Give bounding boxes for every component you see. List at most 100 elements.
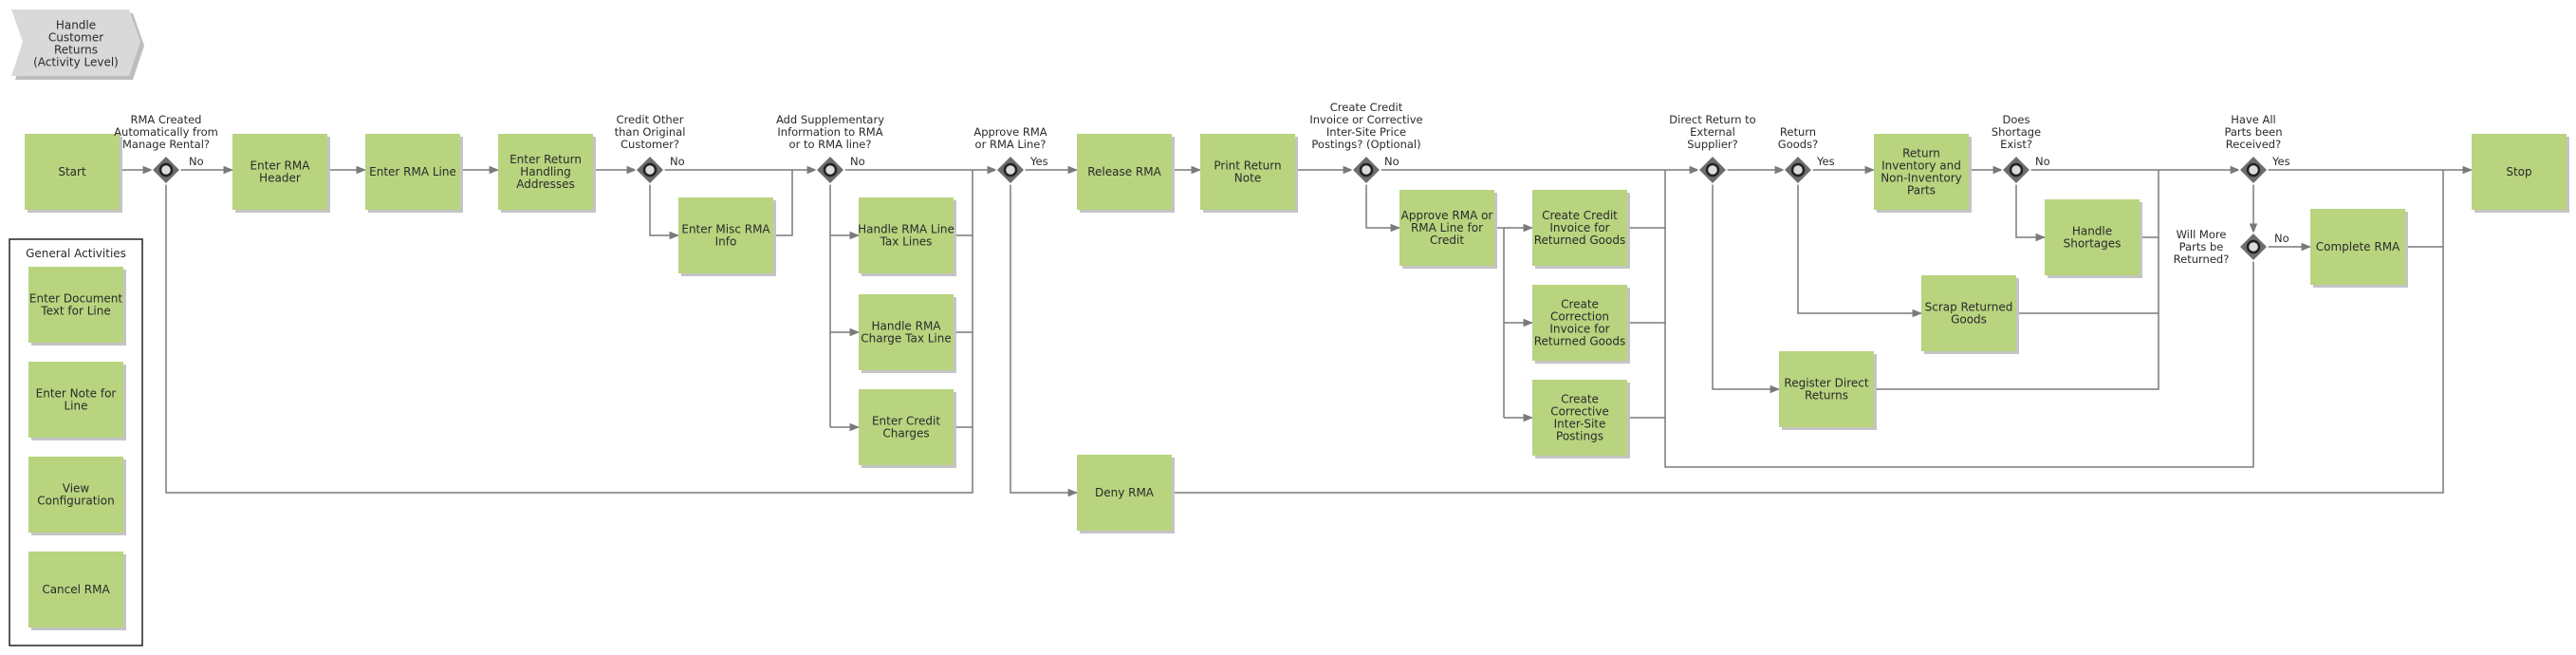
header-title-line: Customer [48,31,103,45]
activity-label-line: Handling [520,165,571,178]
activity-label-line: Inter-Site [1554,418,1606,431]
general-activity-label-line: Line [64,400,87,413]
activity-box[interactable] [2310,209,2405,285]
activity-box[interactable] [1077,134,1172,210]
activity-box[interactable] [2472,134,2567,210]
gateway-question-line: Returned? [2174,253,2230,266]
activity-box[interactable] [1779,351,1874,427]
activity-label-line: Postings [1556,430,1603,443]
gateway-ring [1003,162,1018,178]
activity-label: Stop [2506,165,2531,178]
activity-deny-rma[interactable]: Deny RMA [1077,455,1175,533]
gateway-question-line: Inter-Site Price [1326,125,1406,139]
general-activity-label-line: Enter Note for [36,387,117,401]
gateway-question-line: Credit Other [617,113,684,126]
activity-label-line: Enter RMA Line [369,165,456,178]
activity-label-line: Enter Return [510,153,582,166]
activity-box[interactable] [365,134,460,210]
general-activity-g4[interactable]: Cancel RMA [28,552,126,630]
activity-label-line: Scrap Returned [1925,301,2013,314]
gateway-question-line: Will More [2177,228,2227,241]
gateway-question-line: Information to RMA [777,125,882,139]
gateway-ring [2246,239,2261,254]
activity-box[interactable] [859,389,954,465]
activity-box[interactable] [678,197,773,273]
activity-label-line: Print Return [1214,159,1281,173]
general-activity-label-line: Configuration [37,495,114,508]
activity-box[interactable] [1921,275,2016,351]
activity-start[interactable]: Start [25,134,122,213]
activity-label: Enter RMA Line [369,165,456,178]
activity-label-line: Shortages [2064,237,2122,251]
connector [2405,170,2444,248]
activity-box[interactable] [1874,134,1969,210]
general-activity-label-line: Text for Line [40,305,110,318]
activity-box[interactable] [232,134,327,210]
header-title-line: Returns [54,44,98,57]
activity-box[interactable] [498,134,593,210]
activity-box[interactable] [859,294,954,370]
activity-release-rma[interactable]: Release RMA [1077,134,1175,213]
general-activity-label-line: Cancel RMA [42,583,110,596]
activity-complete-rma[interactable]: Complete RMA [2310,209,2408,288]
activity-stop[interactable]: Stop [2472,134,2569,213]
activity-box[interactable] [28,552,123,627]
activity-label-line: Invoice for [1549,221,1609,234]
activity-box[interactable] [1532,285,1627,361]
gateway-question-line: Approve RMA [973,125,1047,139]
activity-box[interactable] [1532,190,1627,266]
activity-label: Start [58,165,86,178]
activity-box[interactable] [1532,380,1627,456]
activity-box[interactable] [25,134,120,210]
activity-label-line: Goods [1951,313,1987,327]
branch-label: Yes [2271,155,2290,168]
header-title-line: (Activity Level) [33,56,119,69]
activity-box[interactable] [28,362,123,438]
activity-box[interactable] [1200,134,1295,210]
gateway-ring [823,162,838,178]
activity-enter-rma-line[interactable]: Enter RMA Line [365,134,463,213]
activity-label-line: Returns [1805,389,1848,402]
activity-box[interactable] [1399,190,1494,266]
activity-box[interactable] [1077,455,1172,531]
activity-box[interactable] [28,457,123,533]
activity-label-line: Charge Tax Line [861,332,952,346]
activity-box[interactable] [859,197,954,273]
activity-box[interactable] [28,267,123,343]
connector [1365,184,1401,233]
connector [649,184,680,240]
activity-box[interactable] [2045,199,2140,275]
activity-label-line: Charges [882,427,929,440]
connector [1797,184,1923,318]
